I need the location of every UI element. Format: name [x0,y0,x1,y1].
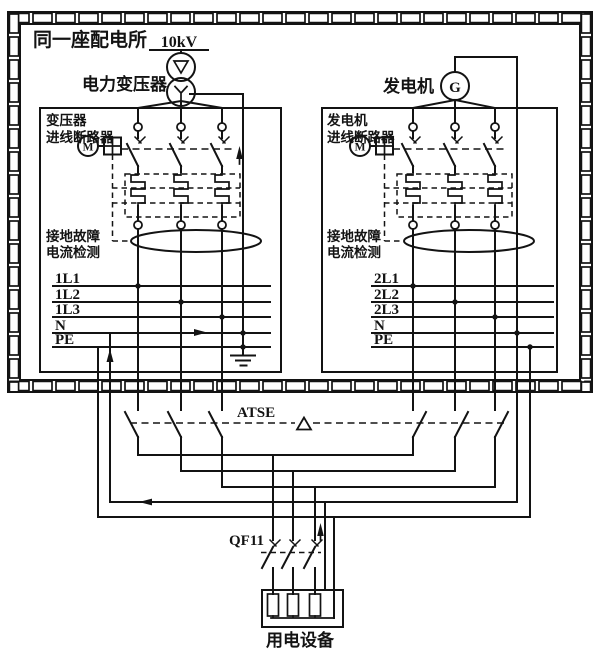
building-label: 同一座配电所 [33,28,147,51]
right-ground-fault-label-line1: 接地故障 [327,228,381,244]
wall-inner-line [19,23,581,381]
left-bus-label: 1L1 [55,271,80,287]
right-breaker-pole [442,107,464,411]
wye-winding-icon [173,85,189,101]
qf11-pole [280,538,302,595]
generator-breaker-panel: 发电机 进线断路器 M [321,107,558,518]
operator-box-cross [103,136,122,156]
wall-right-band [580,12,592,392]
generator-fanout-wires [411,98,497,110]
hv-voltage-label: 10kV [161,34,198,51]
neutral-current-up-arrow [236,146,243,159]
right-breaker-pole [482,107,504,411]
delta-winding-icon [172,60,190,75]
generator-neutral-wire [454,56,518,503]
right-ground-fault-label-line2: 电流检测 [327,244,381,260]
left-breaker-pole [168,107,190,411]
left-bus-label: PE [55,332,74,348]
left-bus-label: 1L2 [55,287,80,303]
left-bus-bars: 1L1 1L2 1L3 N PE [52,271,271,350]
transformer-label: 电力变压器 [82,74,168,94]
load-box [261,589,344,628]
right-panel-box [321,107,558,373]
wall-left-band [8,12,20,392]
operator-box-cross [375,136,394,156]
load-internal-bus [270,615,335,619]
left-bus-label: 1L3 [55,302,80,318]
left-breaker-pole [125,107,147,411]
left-breaker-label-line1: 变压器 [46,112,87,128]
left-ground-fault-ct-ellipse [130,229,262,253]
right-trip-linkage-dashed [383,154,404,242]
wall-bottom-band [8,380,592,392]
motor-operator-letter: M [355,142,366,154]
right-breaker-pole [400,107,422,411]
left-trip-unit-dashed-rows [112,187,240,204]
hv-source-transformer: 10kV 电力变压器 [82,34,256,367]
left-trip-unit-dashed-box [124,173,241,218]
wall-top-band [8,12,592,24]
atse-output-wires [137,436,496,541]
left-ground-fault-label-line2: 电流检测 [46,244,100,260]
right-trip-unit-dashed-box [396,173,513,218]
building-wall-border [7,11,593,393]
wall-outer-line [7,11,593,393]
left-breaker-pole [209,107,231,411]
load-equipment: 用电设备 [261,589,344,650]
generator-letter: G [449,80,461,96]
transformer-fanout-wires [136,99,224,110]
right-bus-label: PE [374,332,393,348]
atse-right-blades [411,410,510,439]
right-bus-label: N [374,318,385,334]
transformer-neutral-wire [189,93,244,348]
right-bus-bars: 2L1 2L2 2L3 N PE [371,271,554,350]
left-trip-linkage-dashed [111,154,131,242]
load-resistor-icon [266,593,280,617]
right-trip-unit-dashed-rows [384,187,512,204]
earth-symbol [230,346,256,367]
left-bus-label: N [55,318,66,334]
n-run-left-arrow [139,498,152,506]
left-n-up-arrow [106,349,114,362]
right-bus-label: 2L1 [374,271,399,287]
qf11-up-arrow [317,523,324,536]
load-resistor-icon [308,593,322,617]
transformer-primary-circle [166,52,196,82]
right-breaker-label-line1: 发电机 [326,112,368,128]
n-bus-right-arrow [194,329,207,336]
qf11-pole [260,538,282,595]
qf11-pole [302,538,324,595]
qf11-breaker: QF11 [229,523,324,595]
left-panel-box [39,107,282,373]
right-bus-label: 2L2 [374,287,399,303]
load-label: 用电设备 [266,630,335,650]
right-bus-label: 2L3 [374,302,399,318]
left-ground-fault-label-line1: 接地故障 [46,228,100,244]
load-resistor-icon [286,593,300,617]
generator: G 发电机 [382,56,518,503]
atse-left-blades [123,410,224,439]
generator-label: 发电机 [382,76,434,96]
atse-transfer-switch: ATSE [97,405,531,619]
right-ground-fault-ct-ellipse [403,229,535,253]
atse-label: ATSE [237,405,275,421]
motor-operator-letter: M [83,142,94,154]
qf11-label: QF11 [229,533,264,549]
transformer-breaker-panel: 变压器 进线断路器 M [39,107,282,518]
atse-actuator-triangle [295,415,313,431]
